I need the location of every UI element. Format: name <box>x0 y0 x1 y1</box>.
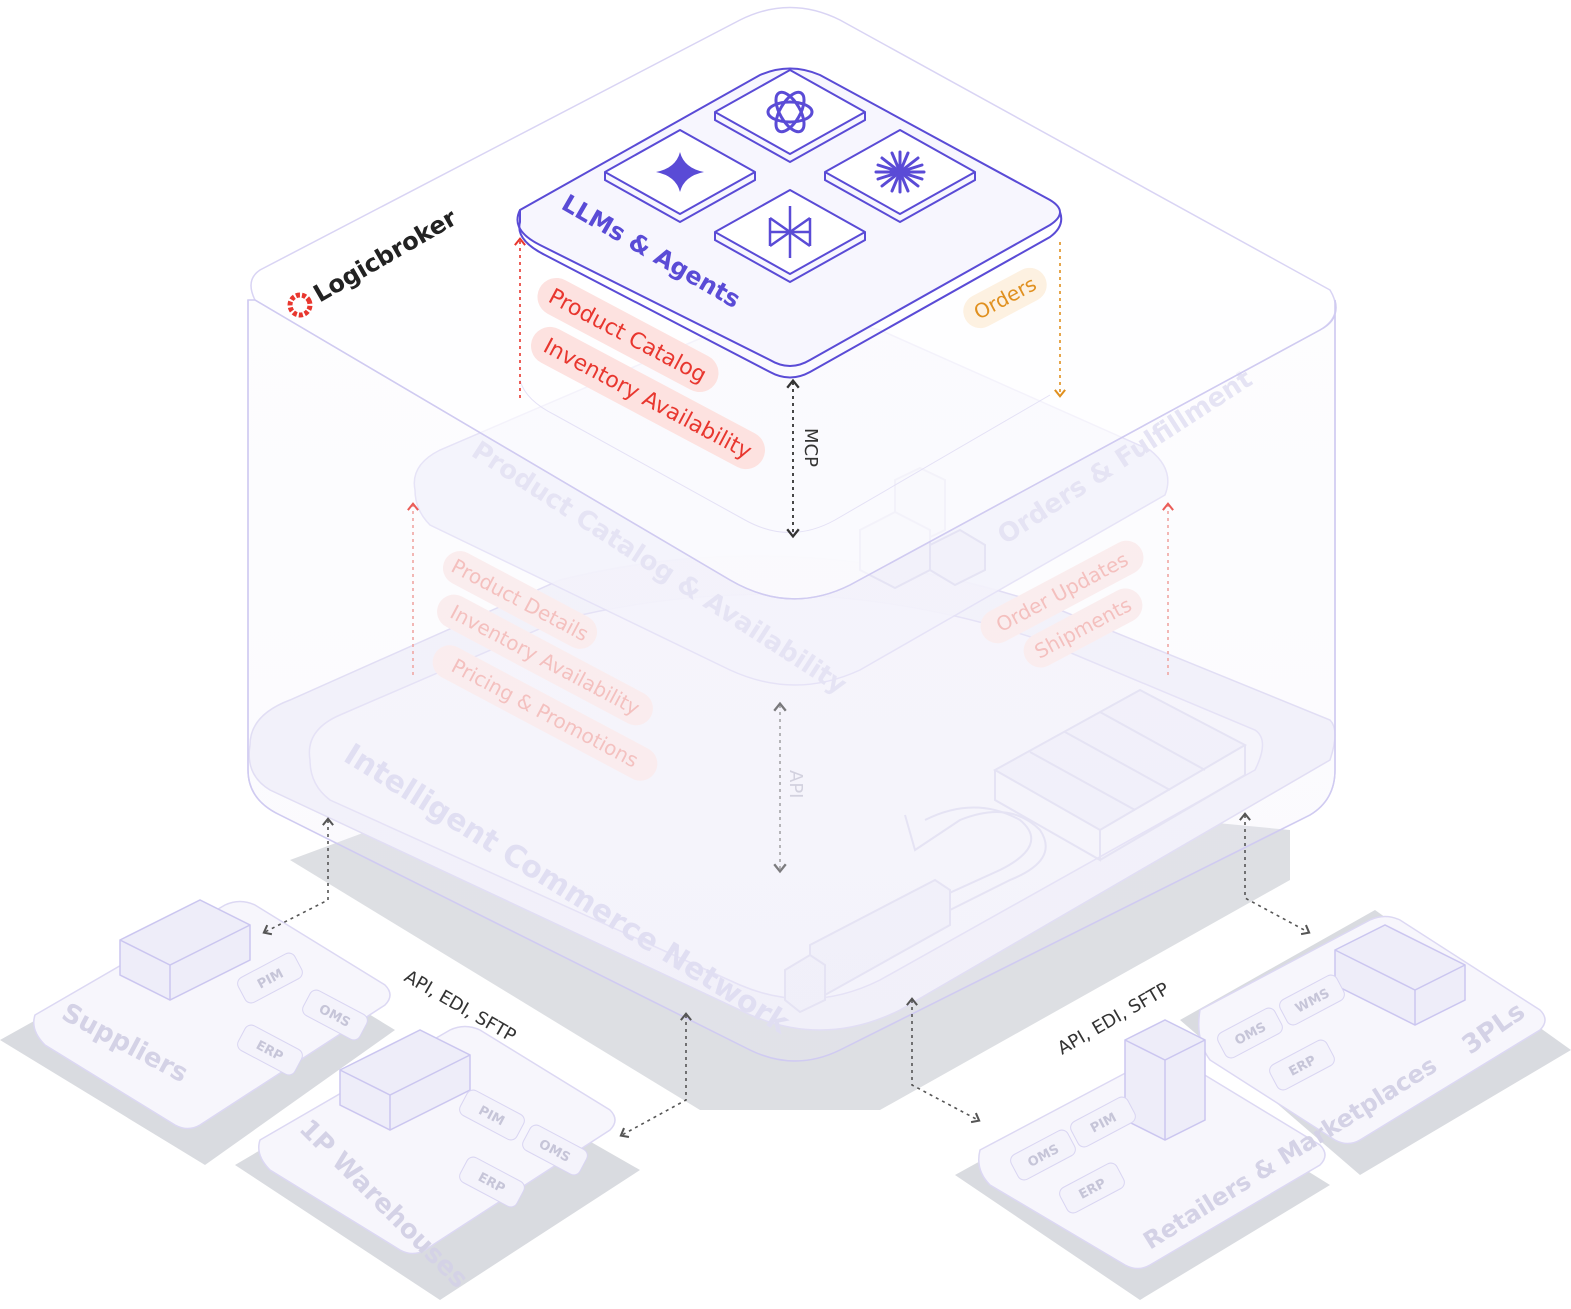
warehouses-erp-chip: ERP <box>459 1156 525 1208</box>
warehouses-connection-arrow <box>619 1012 692 1139</box>
suppliers-connection-arrow <box>262 817 334 936</box>
retailers-connection-arrow <box>906 997 981 1124</box>
mcp-label: MCP <box>800 428 821 467</box>
retailers-erp-chip: ERP <box>1059 1162 1125 1214</box>
building-icon <box>339 1029 471 1131</box>
openai-tile[interactable] <box>714 69 866 164</box>
gemini-tile[interactable] <box>604 129 756 224</box>
retailers-pim-chip: PIM <box>1070 1096 1136 1148</box>
claude-tile[interactable] <box>824 129 976 224</box>
gemini-star-icon <box>656 152 704 192</box>
suppliers-pim-chip: PIM <box>237 952 303 1004</box>
building-icon <box>119 899 251 1001</box>
claude-burst-icon <box>874 150 926 194</box>
store-icon <box>1124 1019 1206 1141</box>
suppliers-erp-chip: ERP <box>237 1024 303 1076</box>
connection-arrows <box>262 812 1311 1139</box>
perplexity-icon <box>768 206 812 258</box>
suppliers-platform[interactable]: PIM OMS ERP Suppliers <box>33 899 391 1130</box>
warehouses-pim-chip: PIM <box>459 1089 525 1141</box>
perplexity-tile[interactable] <box>714 189 866 284</box>
3pls-erp-chip: ERP <box>1269 1039 1335 1091</box>
3pls-platform[interactable]: OMS WMS ERP 3PLs <box>1198 915 1546 1145</box>
